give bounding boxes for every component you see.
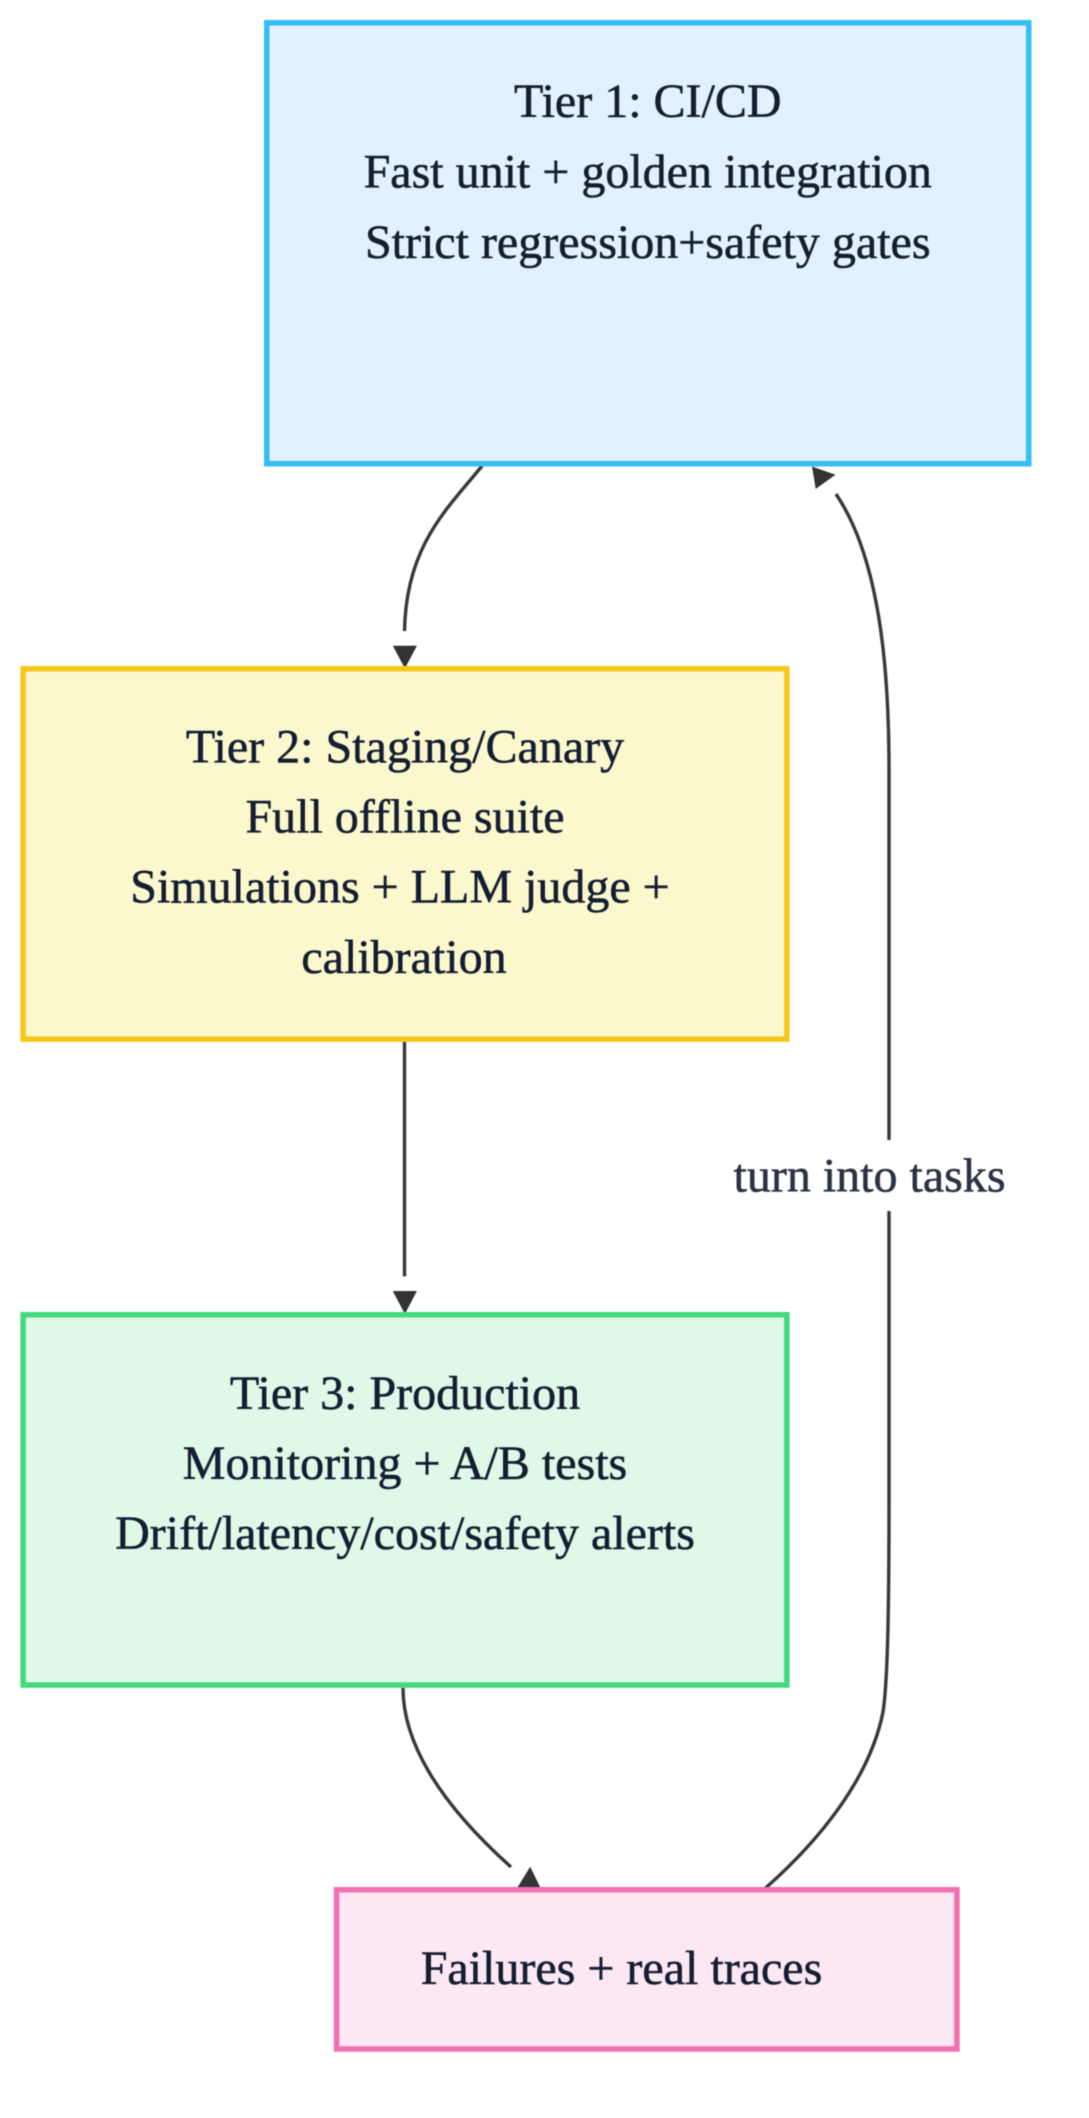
svg-text:Monitoring + A/B tests: Monitoring + A/B tests [183, 1437, 627, 1490]
svg-text:Simulations + LLM judge +: Simulations + LLM judge + [130, 861, 669, 914]
svg-text:calibration: calibration [301, 931, 506, 984]
svg-text:turn into tasks: turn into tasks [734, 1149, 1006, 1202]
svg-text:Tier 2: Staging/Canary: Tier 2: Staging/Canary [186, 721, 624, 774]
svg-text:Drift/latency/cost/safety aler: Drift/latency/cost/safety alerts [115, 1507, 695, 1560]
svg-text:Full offline suite: Full offline suite [245, 791, 564, 844]
svg-text:Tier 1: CI/CD: Tier 1: CI/CD [514, 75, 782, 128]
svg-text:Tier 3: Production: Tier 3: Production [230, 1367, 580, 1420]
svg-text:Failures + real traces: Failures + real traces [421, 1942, 823, 1995]
svg-text:Fast unit + golden integration: Fast unit + golden integration [364, 146, 932, 199]
svg-text:Strict regression+safety gates: Strict regression+safety gates [365, 216, 931, 269]
